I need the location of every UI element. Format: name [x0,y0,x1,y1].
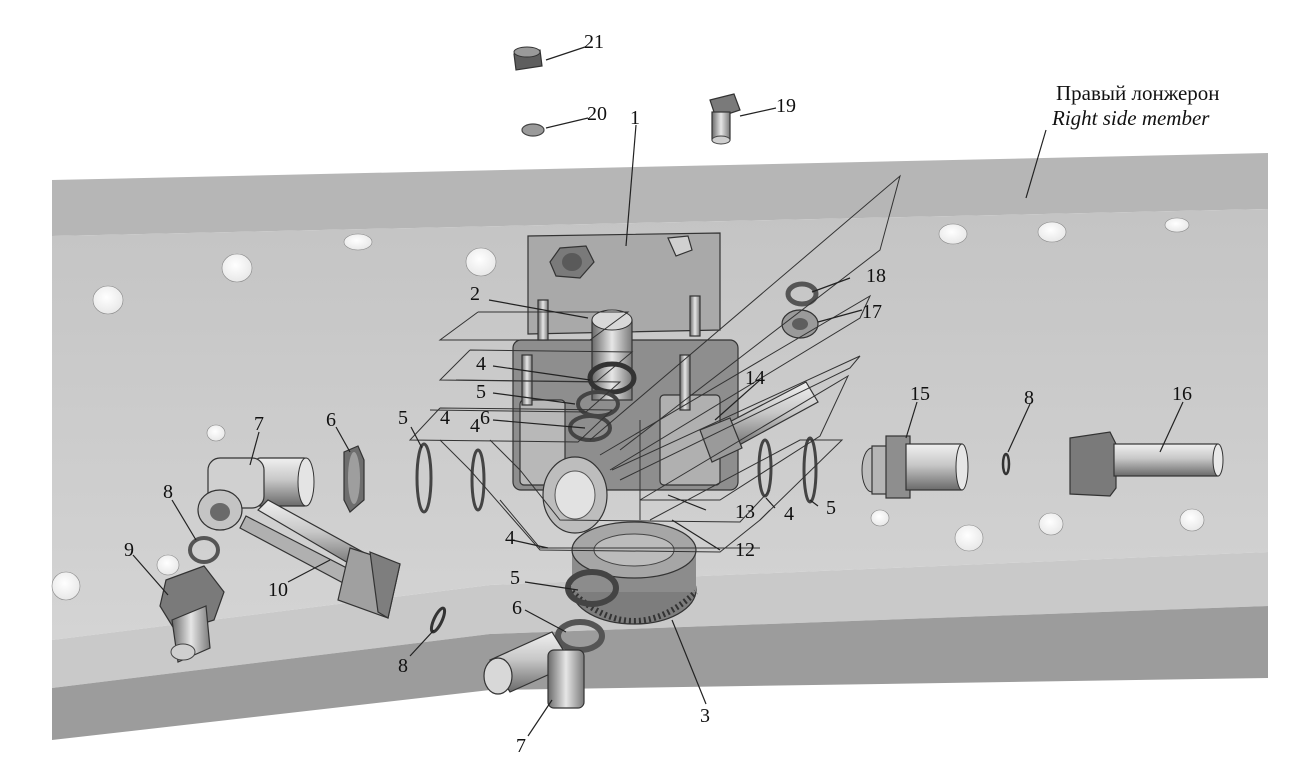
rail-hole [465,247,497,277]
callout-3: 3 [700,705,710,727]
callout-leaders [132,46,1184,737]
rail-hole [870,509,890,527]
callout-labels: 1 2 3 4 4 4 4 4 5 5 5 5 6 6 6 7 7 8 8 8 … [124,31,1192,757]
part-nut-21 [513,46,543,71]
rail-hole [1037,221,1067,243]
rail-hole [92,285,124,315]
callout-18: 18 [866,265,886,287]
callout-15: 15 [910,383,930,405]
callout-19: 19 [776,95,796,117]
callout-5c: 5 [826,497,836,519]
part-rings-left [415,442,486,514]
callout-8c: 8 [1024,387,1034,409]
callout-20: 20 [587,103,607,125]
callout-4d: 4 [784,503,794,525]
callout-14: 14 [745,367,765,389]
part-fitting-9 [159,536,225,663]
rail-bottom-flange [52,606,1268,740]
rail-hole [221,253,253,283]
rail-hole [343,233,373,251]
callout-16: 16 [1172,383,1192,405]
part-nut-6 [343,445,365,513]
part-elbow-left [197,457,315,531]
rail-hole [1179,508,1205,532]
part-tube-10 [239,499,401,619]
part-washer-18 [785,281,819,307]
callout-6a: 6 [480,407,490,429]
rail-hole [954,524,984,552]
part-nut-17 [781,309,819,339]
callout-2: 2 [470,283,480,305]
rail-hole [156,554,180,576]
callout-21: 21 [584,31,604,53]
part-washer-20 [521,123,545,137]
rail-holes [51,217,1205,601]
part-adapter-15 [861,435,969,499]
part-elbow-lower [483,631,585,709]
callout-4c: 4 [505,527,515,549]
assembly-guide-lines [408,174,901,553]
callout-17: 17 [862,301,882,323]
callout-9: 9 [124,539,134,561]
rail-hole [1164,217,1190,233]
callout-5d: 5 [510,567,520,589]
callout-6b: 6 [326,409,336,431]
callout-5b: 5 [398,407,408,429]
callout-12: 12 [735,539,755,561]
callout-1: 1 [630,107,640,129]
callout-7b: 7 [516,735,526,757]
part-bolt-19 [709,93,741,145]
callout-7a: 7 [254,413,264,435]
part-ring-8-right [1001,452,1011,476]
callout-8a: 8 [163,481,173,503]
rail-hole [938,223,968,245]
callout-4e: 4 [470,415,480,437]
rail-hole [206,424,226,442]
callout-10: 10 [268,579,288,601]
part-tube-16 [1069,431,1224,497]
member-label-en: Right side member [1051,106,1210,130]
callout-4a: 4 [476,353,486,375]
member-label-ru: Правый лонжерон [1056,81,1220,105]
rail-hole [51,571,81,601]
part-bracket [527,232,721,335]
rail-top-flange [52,153,1268,236]
callout-8b: 8 [398,655,408,677]
callout-6c: 6 [512,597,522,619]
callout-13: 13 [735,501,755,523]
callout-4b: 4 [440,407,450,429]
callout-5a: 5 [476,381,486,403]
rail-hole [1038,512,1064,536]
